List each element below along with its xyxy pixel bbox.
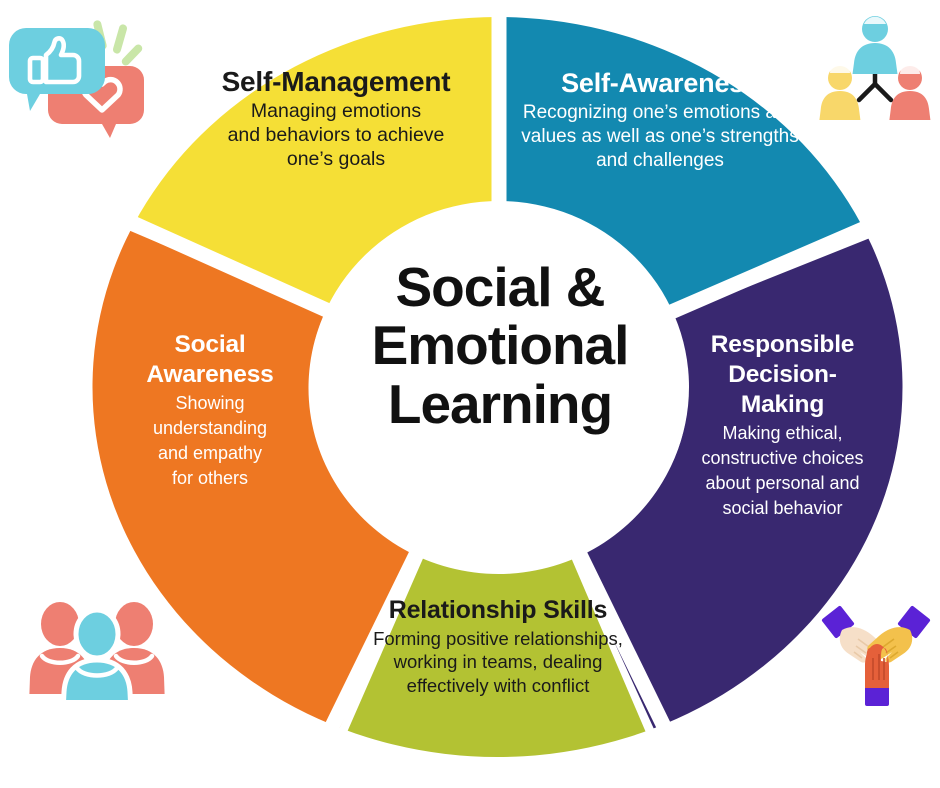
title-self-management: Self-Management [221, 66, 451, 97]
person-front-center-icon [61, 607, 133, 700]
desc-relationship-skills-line-2: working in teams, dealing [393, 651, 603, 673]
desc-self-awareness-line-1: Recognizing one’s emotions and [522, 102, 798, 124]
label-self-awareness: Self-Awareness Recognizing one’s emotion… [510, 68, 810, 172]
title-self-awareness: Self-Awareness [561, 68, 759, 98]
group-of-people-icon [29, 602, 165, 700]
three-people-network-icon [819, 16, 931, 120]
title-social-awareness-line-1: Social [174, 331, 246, 358]
desc-self-awareness-line-3: and challenges [596, 149, 724, 171]
title-responsible-decision-making-line-2: Decision- [728, 360, 837, 388]
page-title: Social & Emotional Learning [330, 258, 670, 433]
desc-relationship-skills-line-3: effectively with conflict [406, 674, 590, 696]
desc-self-management-line-2: and behaviors to achieve [227, 124, 445, 147]
page-title-line-2: Emotional [371, 314, 630, 377]
desc-responsible-decision-making-line-4: social behavior [722, 497, 843, 518]
three-hands-together-icon [821, 605, 931, 706]
desc-responsible-decision-making-line-2: constructive choices [701, 447, 864, 468]
desc-self-management-line-3: one’s goals [286, 147, 386, 170]
desc-social-awareness-line-3: and empathy [157, 442, 263, 463]
page-title-line-3: Learning [387, 372, 613, 435]
page-title-line-1: Social & [395, 256, 605, 318]
title-responsible-decision-making-line-1: Responsible [710, 331, 855, 358]
desc-relationship-skills-line-1: Forming positive relationships, [373, 628, 623, 649]
desc-social-awareness-line-1: Showing [175, 392, 245, 413]
label-responsible-decision-making: Responsible Decision- Making Making ethi… [690, 331, 875, 520]
desc-social-awareness-line-4: for others [171, 467, 249, 488]
person-left-icon [819, 63, 861, 120]
desc-self-awareness-line-2: values as well as one’s strengths [521, 125, 799, 147]
speech-bubbles-thumbs-up-heart-icon [9, 20, 144, 138]
label-relationship-skills: Relationship Skills Forming positive rel… [352, 596, 644, 697]
label-self-management: Self-Management Managing emotions and be… [196, 66, 476, 172]
label-social-awareness: Social Awareness Showing understanding a… [124, 331, 296, 490]
thumbs-up-speech-bubble-icon [9, 28, 105, 111]
center-hub [309, 201, 689, 573]
person-top-icon [852, 16, 898, 74]
title-responsible-decision-making-line-3: Making [740, 390, 825, 418]
desc-responsible-decision-making-line-1: Making ethical, [722, 422, 843, 443]
desc-social-awareness-line-2: understanding [152, 417, 268, 438]
person-right-icon [889, 64, 931, 120]
title-relationship-skills: Relationship Skills [388, 596, 608, 624]
desc-responsible-decision-making-line-3: about personal and [705, 472, 860, 493]
title-social-awareness-line-2: Awareness [146, 360, 274, 388]
desc-self-management-line-1: Managing emotions [250, 100, 422, 123]
hand-bottom-icon [865, 644, 889, 706]
segment-relationship-skills[interactable] [306, 387, 686, 788]
